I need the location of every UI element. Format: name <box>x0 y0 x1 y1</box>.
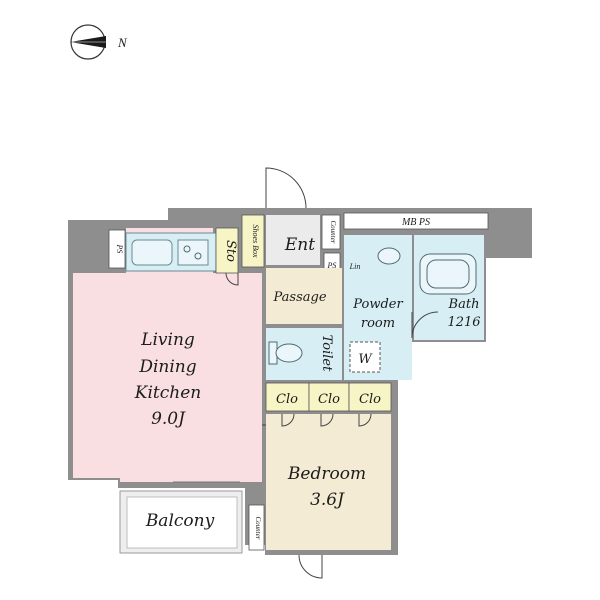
shoes-box <box>241 214 265 268</box>
counter-top-label: Counter <box>329 221 337 244</box>
bedroom-floor <box>266 414 391 550</box>
entrance-floor <box>266 215 320 265</box>
doors <box>173 167 439 579</box>
ps-left <box>108 229 126 269</box>
storage-label: Sto <box>223 240 238 262</box>
ps-right-label: PS <box>327 261 337 270</box>
closet-3 <box>348 382 392 412</box>
bedroom-exit-door <box>298 554 323 579</box>
mb-ps <box>343 212 489 230</box>
stove-icon <box>177 239 209 266</box>
mb-ps-label: MB PS <box>401 217 430 228</box>
passage-label: Passage <box>272 290 326 305</box>
linen-label: Lin <box>349 262 361 271</box>
washbasin-icon <box>377 247 401 265</box>
sto-door <box>225 272 239 286</box>
counter-bottom-label: Counter <box>254 517 262 540</box>
bathtub-icon <box>419 253 477 295</box>
compass-icon: N <box>70 24 128 60</box>
ldk-label-line2: Dining <box>138 357 196 377</box>
ldk-label-line1: Living <box>140 330 195 350</box>
powder-room-label-line1: Powder <box>352 297 403 312</box>
entrance-label: Ent <box>284 235 315 255</box>
closet-1-label: Clo <box>276 392 298 407</box>
toilet-bowl-icon <box>275 343 303 363</box>
bedroom-label: Bedroom <box>287 464 366 484</box>
bath-label: Bath <box>448 297 480 312</box>
bedroom-size: 3.6J <box>310 490 345 510</box>
compass-label: N <box>117 35 128 50</box>
ldk-size: 9.0J <box>151 409 186 429</box>
closet-1 <box>265 382 310 412</box>
labels: Living Dining Kitchen 9.0J Bedroom 3.6J … <box>115 217 481 540</box>
washer-label: W <box>358 352 373 367</box>
fixtures <box>268 247 477 373</box>
ldk-floor <box>73 228 262 482</box>
counter-top <box>321 214 341 250</box>
sink-icon <box>131 239 173 266</box>
washer-space <box>349 341 381 373</box>
passage-floor <box>266 268 342 324</box>
storage <box>215 227 239 274</box>
entrance-door <box>265 167 307 209</box>
bath-size: 1216 <box>447 315 480 330</box>
ps-left-label: PS <box>115 244 124 254</box>
shoes-box-label: Shoes Box <box>251 224 260 258</box>
toilet-label: Toilet <box>319 335 334 372</box>
ldk-label-line3: Kitchen <box>134 383 201 403</box>
bath-door <box>411 311 439 339</box>
powder-room-label-line2: room <box>361 316 395 331</box>
closet-door-1 <box>281 413 295 427</box>
closet-3-label: Clo <box>359 392 381 407</box>
counter-bottom <box>248 504 265 551</box>
closet-door-3 <box>358 413 372 427</box>
closet-2-label: Clo <box>318 392 340 407</box>
balcony-label: Balcony <box>145 511 215 531</box>
closet-door-2 <box>320 413 334 427</box>
